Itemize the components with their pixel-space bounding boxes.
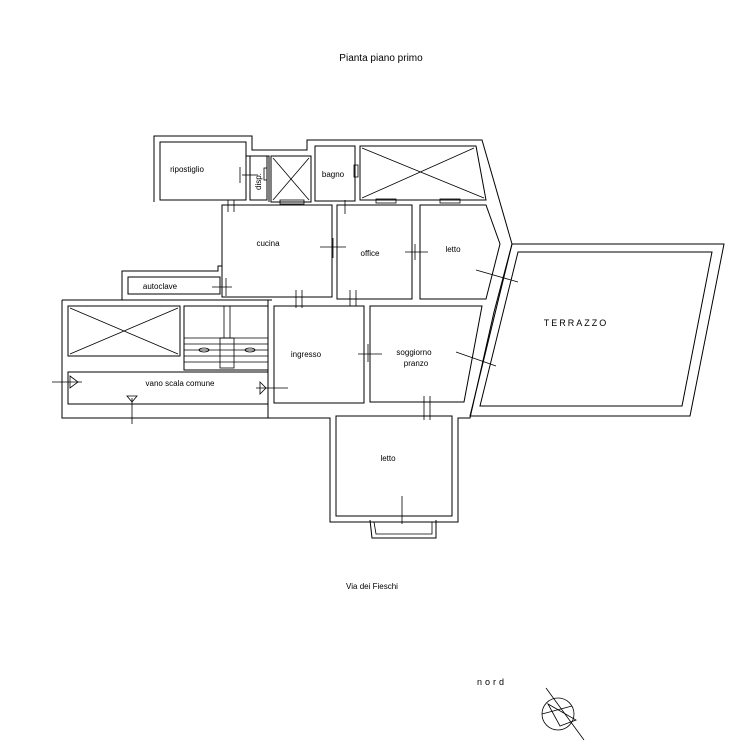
room-bagno xyxy=(314,145,356,202)
label-bagno: bagno xyxy=(322,170,345,179)
label-autoclave: autoclave xyxy=(143,282,178,291)
shaft-1 xyxy=(270,155,312,203)
label-pranzo: pranzo xyxy=(404,359,429,368)
room-soggiorno-pranzo xyxy=(369,305,483,403)
outer-wall-north xyxy=(153,135,513,245)
label-letto-north: letto xyxy=(445,245,461,254)
balcony xyxy=(369,519,437,539)
label-vano-scala: vano scala comune xyxy=(146,379,215,388)
label-terrazzo: TERRAZZO xyxy=(544,318,609,328)
north-arrow-icon xyxy=(541,687,585,741)
outer-wall-middle xyxy=(61,243,513,523)
wall-autoclave xyxy=(121,265,222,300)
room-vano-scala xyxy=(67,371,269,405)
plan-title: Pianta piano primo xyxy=(339,53,423,64)
void-north xyxy=(359,145,487,201)
label-ripostiglio: ripostiglio xyxy=(170,165,204,174)
north-label: nord xyxy=(477,677,507,687)
street-label: Via dei Fieschi xyxy=(346,582,398,591)
terrace-outer xyxy=(469,243,725,417)
label-cucina: cucina xyxy=(256,239,280,248)
label-ingresso: ingresso xyxy=(291,350,322,359)
room-letto-south xyxy=(335,415,453,517)
room-autoclave xyxy=(127,276,221,295)
label-office: office xyxy=(361,249,381,258)
room-ripostiglio xyxy=(159,141,247,201)
label-letto-south: letto xyxy=(380,454,396,463)
room-letto-north xyxy=(419,204,501,300)
label-disp: disp. xyxy=(254,173,263,190)
room-cucina xyxy=(221,204,333,298)
label-soggiorno: soggiorno xyxy=(396,348,432,357)
void-stair xyxy=(67,305,181,357)
terrace-inner xyxy=(479,251,713,407)
